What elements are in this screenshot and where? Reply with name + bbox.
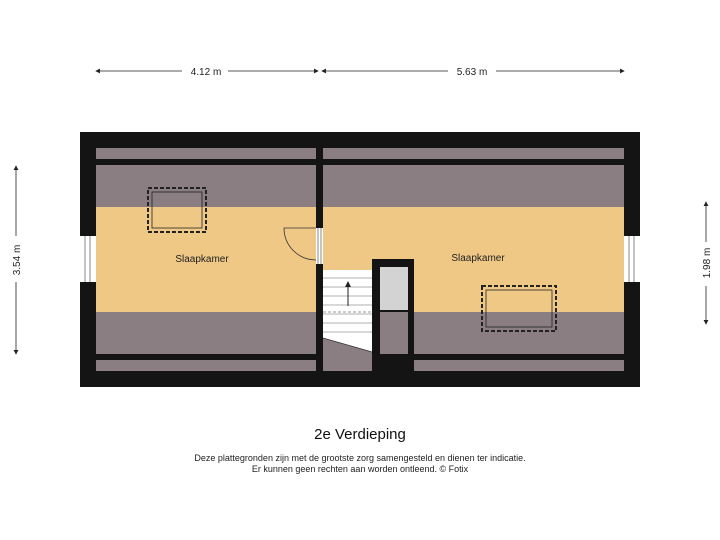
sloped-ceiling-right-lower	[412, 312, 624, 354]
skylight-right	[481, 285, 557, 332]
dimension-width-left-label: 4.12 m	[191, 67, 222, 78]
stair-void	[380, 267, 408, 310]
sloped-ceiling-bottom-left	[96, 360, 316, 371]
dimension-height-right-label: 1.98 m	[702, 248, 713, 279]
sloped-ceiling-top-right	[323, 148, 624, 159]
sloped-ceiling-right-upper	[323, 165, 624, 207]
window-right	[624, 236, 640, 282]
bedroom-left-floor	[96, 207, 316, 312]
interior-wall-gap-door	[316, 228, 323, 264]
dimension-height-right: 1.98 m	[702, 201, 713, 325]
dimension-width-right-label: 5.63 m	[457, 67, 488, 78]
door-swing	[283, 227, 317, 261]
staircase	[322, 270, 373, 371]
skylight-left	[147, 187, 207, 233]
stair-void-lower	[380, 312, 408, 354]
sloped-ceiling-left-lower	[96, 312, 316, 354]
dimension-height-left-label: 3.54 m	[12, 245, 23, 276]
room-label-bedroom-right: Slaapkamer	[451, 253, 505, 264]
window-left	[80, 236, 96, 282]
dimension-width-left: 4.12 m	[95, 67, 319, 78]
disclaimer-line-2: Er kunnen geen rechten aan worden ontlee…	[251, 464, 469, 474]
disclaimer-line-1: Deze plattegronden zijn met de grootste …	[194, 453, 526, 463]
room-label-bedroom-left: Slaapkamer	[175, 254, 229, 265]
dimension-height-left: 3.54 m	[12, 165, 23, 355]
sloped-ceiling-left-upper	[96, 165, 316, 207]
sloped-ceiling-bottom-right	[380, 360, 624, 371]
sloped-ceiling-top-left	[96, 148, 316, 159]
floor-title: 2e Verdieping	[314, 426, 406, 443]
dimension-width-right: 5.63 m	[321, 67, 625, 78]
